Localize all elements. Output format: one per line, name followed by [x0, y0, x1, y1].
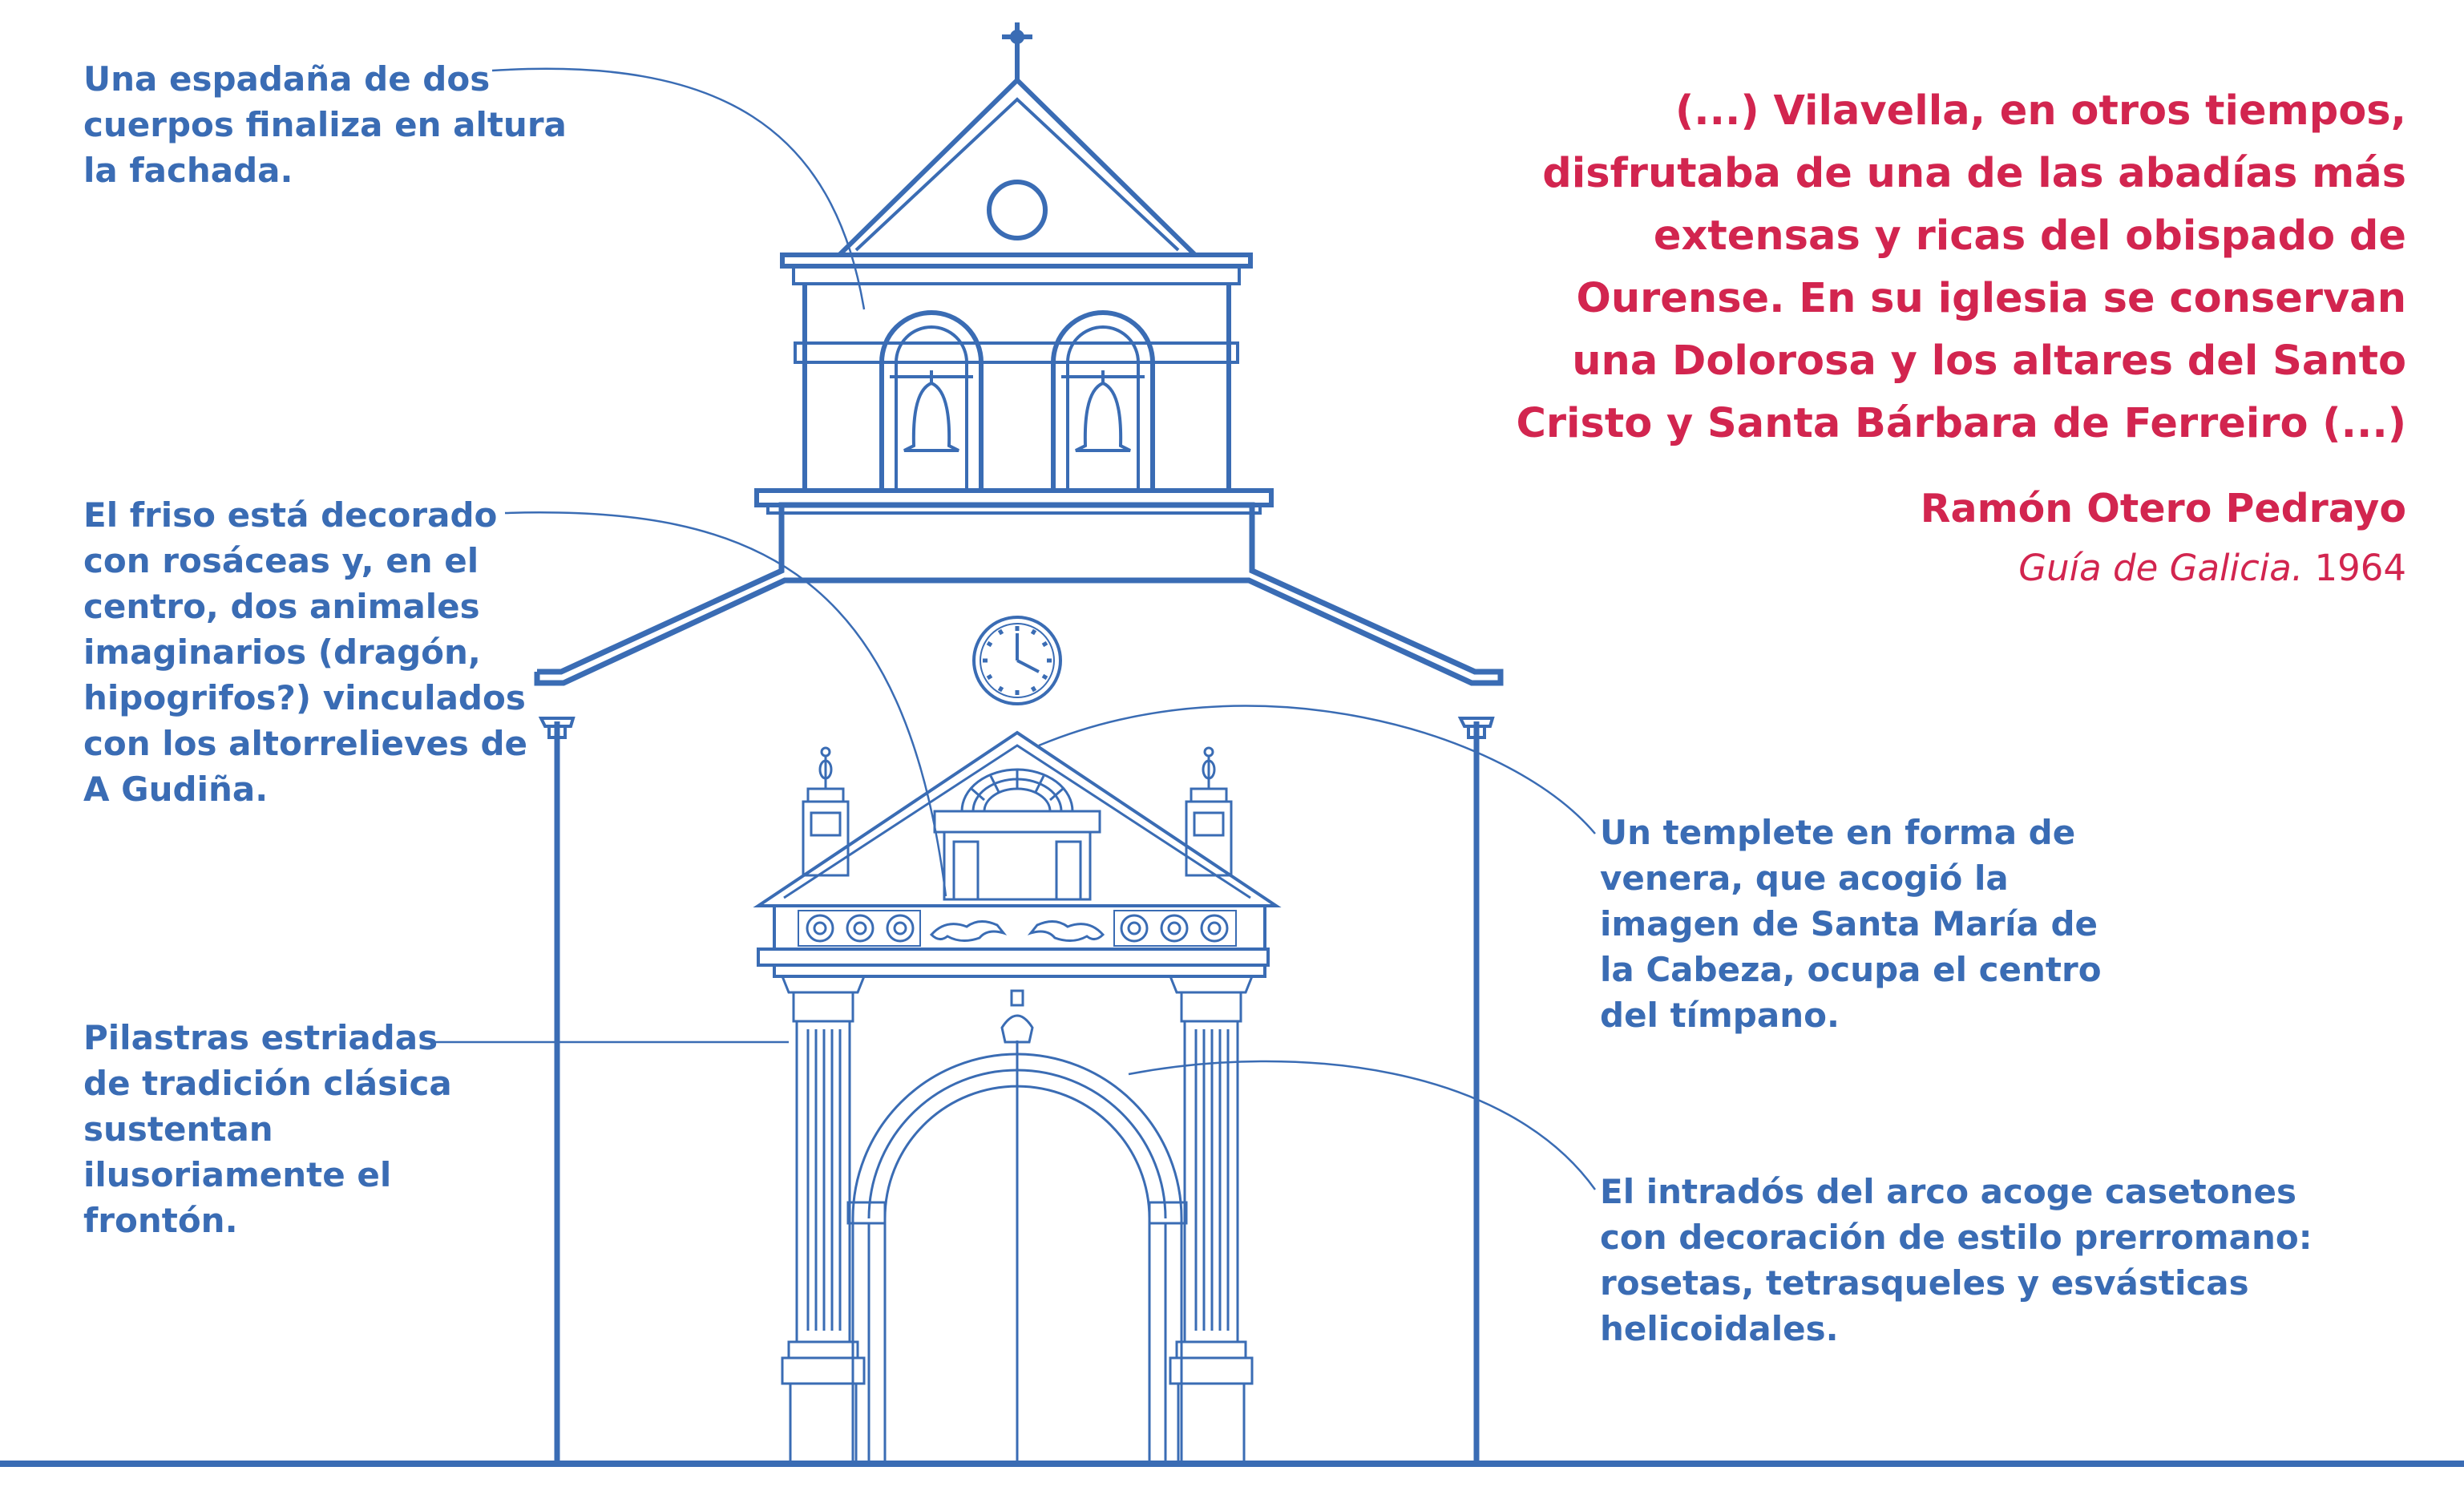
facade-corbels: [538, 717, 1495, 739]
annotation-pilastras: Pilastras estriadas de tradición clásica…: [83, 1018, 452, 1240]
annotation-friso: El friso está decorado con rosáceas y, e…: [83, 495, 528, 809]
quote-author: Ramón Otero Pedrayo: [1920, 486, 2406, 531]
pilaster-right: [1168, 975, 1254, 1465]
annotation-templete: Un templete en forma de venera, que acog…: [1600, 813, 2102, 1035]
bells: [890, 370, 1145, 452]
quote-source-year: 1964: [2314, 547, 2406, 589]
quote-block: (...) Vilavella, en otros tiempos, disfr…: [1493, 80, 2406, 593]
annotation-intrados: El intradós del arco acoge casetones con…: [1600, 1172, 2313, 1348]
portal-arch: [846, 989, 1188, 1464]
portal-pediment: [753, 730, 1282, 978]
clock-icon: [972, 616, 1062, 705]
frieze-rosettes: [798, 910, 1237, 947]
pilaster-left: [780, 975, 866, 1465]
annotation-espadana: Una espadaña de dos cuerpos finaliza en …: [83, 59, 567, 190]
templete-shell: [933, 768, 1101, 901]
frieze-dragons: [929, 920, 1105, 942]
quote-source-title: Guía de Galicia.: [2018, 547, 2304, 589]
quote-source: Guía de Galicia. 1964: [1493, 543, 2406, 593]
belfry: [754, 22, 1274, 515]
pinnacles: [802, 746, 1233, 877]
leader-lines: [430, 67, 1597, 1190]
facade-walls: [534, 502, 1504, 1464]
quote-text: (...) Vilavella, en otros tiempos, disfr…: [1516, 87, 2406, 447]
